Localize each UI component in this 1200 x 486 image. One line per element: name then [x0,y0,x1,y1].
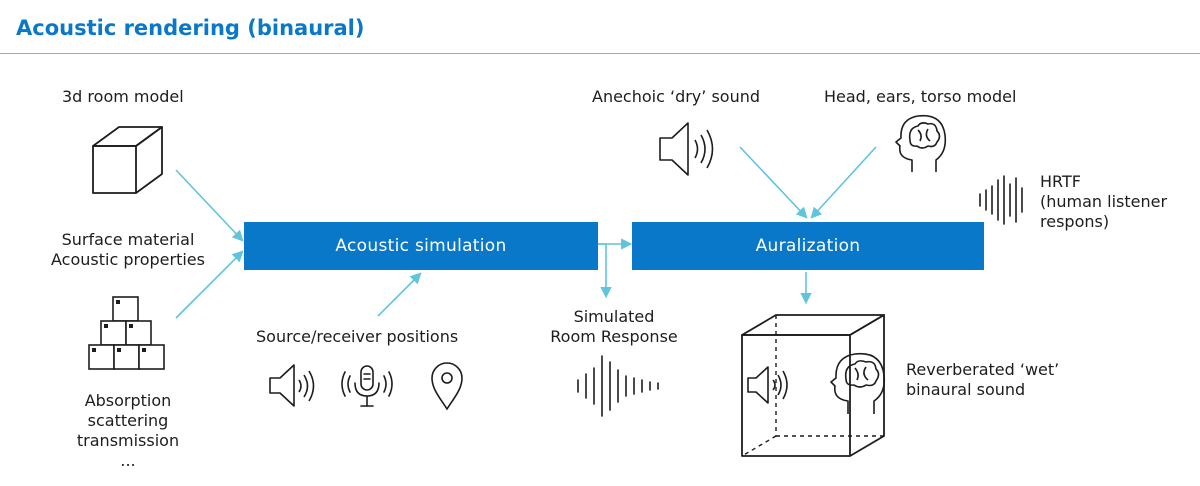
absorption-line-3: transmission [76,431,180,450]
title-divider [0,53,1200,54]
hrtf-line-3: respons) [1040,212,1110,231]
page-title: Acoustic rendering (binaural) [16,16,365,40]
head-brain-icon [830,352,886,414]
source-receiver-label: Source/receiver positions [256,327,459,346]
room-model-label: 3d room model [62,87,184,106]
hrtf-line-2: (human listener [1040,192,1168,211]
speaker-icon [269,364,315,407]
simulated-line-1: Simulated [573,307,655,326]
absorption-label: Absorption scattering transmission ... [60,391,196,471]
blocks-icon [88,296,165,370]
speaker-icon [659,122,714,176]
location-pin-icon [431,362,463,411]
speaker-icon [747,366,788,404]
auralization-box: Auralization [632,222,984,270]
cube-icon [92,126,163,194]
reverberated-line-2: binaural sound [906,380,1026,399]
reverberated-line-1: Reverberated ‘wet’ [906,360,1060,379]
reverberated-label: Reverberated ‘wet’ binaural sound [906,360,1059,400]
hrtf-line-1: HRTF [1040,172,1081,191]
absorption-line-2: scattering [87,411,169,430]
simulated-line-2: Room Response [550,327,678,346]
acoustic-simulation-box: Acoustic simulation [244,222,598,270]
waveform-icon [577,355,659,417]
anechoic-label: Anechoic ‘dry’ sound [592,87,761,106]
surface-material-line-2: Acoustic properties [51,250,205,269]
hrtf-label: HRTF (human listener respons) [1040,172,1167,232]
microphone-icon [341,365,393,407]
room-cube-icon [741,314,885,457]
absorption-line-4: ... [120,451,136,470]
waveform-icon [979,175,1023,225]
head-model-label: Head, ears, torso model [824,87,1017,106]
head-brain-icon [895,114,947,172]
surface-material-line-1: Surface material [61,230,195,249]
surface-material-label: Surface material Acoustic properties [40,230,216,270]
simulated-room-response-label: Simulated Room Response [534,307,694,347]
absorption-line-1: Absorption [84,391,172,410]
